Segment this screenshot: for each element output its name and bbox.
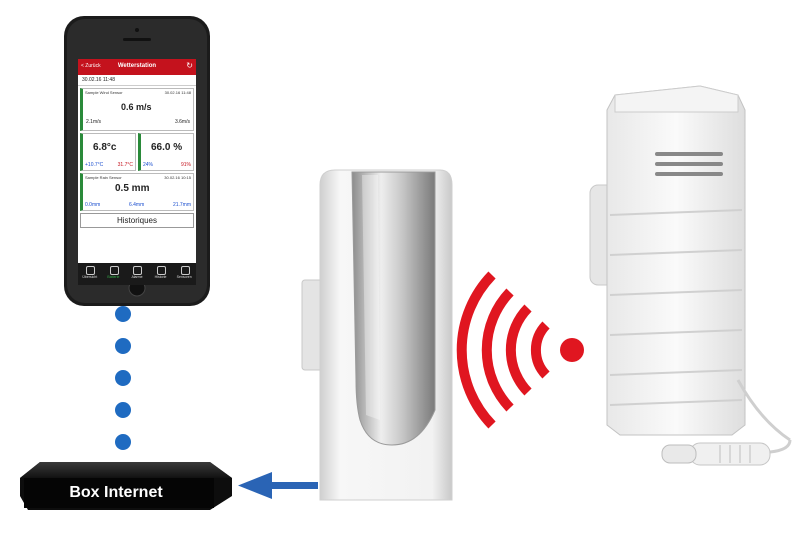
outdoor-sensor [590,86,790,465]
phone-screen: < Zurück Wetterstation ↻ 30.02.16 11:48 … [78,59,196,285]
app-header: < Zurück Wetterstation ↻ [78,59,196,75]
gateway-device [302,170,452,500]
rain-v1: 0.0mm [85,202,100,208]
phone-to-router-link [115,306,131,450]
rain-value: 0.5 mm [115,183,149,194]
wind-bf: 2.1m/s [86,119,101,125]
wind-max: 3.6m/s [175,119,190,125]
refresh-icon[interactable]: ↻ [186,61,193,70]
temp-min: +10.7°C [85,162,103,168]
wireless-signal-icon [462,275,584,425]
humidity-card[interactable]: 66.0 % 24% 91% [138,133,194,171]
humidity-max: 91% [181,162,191,168]
tab-alarms[interactable]: Alarme [125,263,149,285]
wind-value: 0.6 m/s [121,102,152,112]
rain-card[interactable]: Sample Rain Sensor 30.02.16 10:15 0.5 mm… [80,173,194,211]
temperature-card[interactable]: 6.8°c +10.7°C 31.7°C [80,133,136,171]
tab-overview[interactable]: Übersicht [78,263,102,285]
humidity-value: 66.0 % [151,142,182,153]
wind-time: 30.02.16 11:48 [165,90,191,95]
temp-max: 31.7°C [118,162,133,168]
wind-card[interactable]: Sample Wind Sensor 30.02.16 11:48 0.6 m/… [80,88,194,131]
humidity-min: 24% [143,162,153,168]
date-line: 30.02.16 11:48 [78,75,196,86]
gateway-to-router-arrow [238,472,318,499]
box-internet-label: Box Internet [46,484,186,502]
tab-battery[interactable]: Batterie [102,263,126,285]
rain-v3: 21.7mm [173,202,191,208]
tab-sensors[interactable]: Sensoren [172,263,196,285]
app-title: Wetterstation [78,63,196,69]
rain-header: Sample Rain Sensor [85,175,122,180]
rain-v2: 6.4mm [129,202,144,208]
tab-history[interactable]: Historie [149,263,173,285]
tab-bar: Übersicht Batterie Alarme Historie Senso… [78,263,196,285]
temperature-value: 6.8°c [93,142,116,153]
wind-header: Sample Wind Sensor [85,90,123,95]
history-button[interactable]: Historiques [80,213,194,228]
rain-time: 30.02.16 10:15 [164,175,191,180]
